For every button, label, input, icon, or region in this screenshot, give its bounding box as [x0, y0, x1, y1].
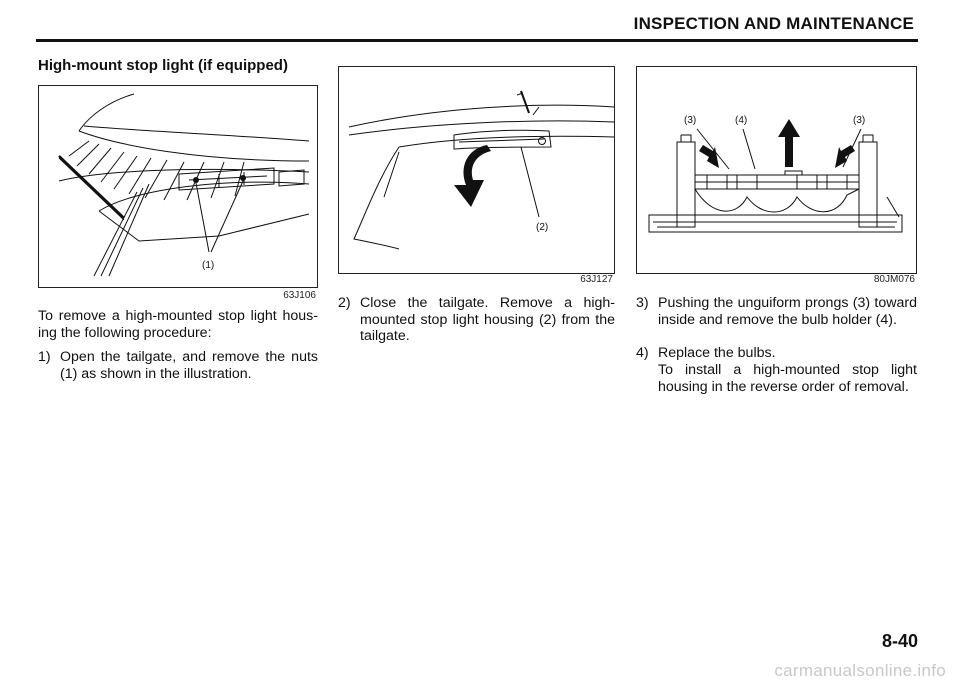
figure-code: 63J106 — [283, 290, 316, 301]
step-number: 3) — [636, 295, 649, 311]
callout-label: (3) — [853, 115, 865, 126]
step-text: Pushing the unguiform prongs (3) toward … — [658, 295, 917, 328]
step-4: 4) Replace the bulbs. — [636, 345, 917, 362]
callout-label: (4) — [735, 115, 747, 126]
step-text: Open the tailgate, and remove the nuts (… — [60, 349, 318, 382]
step-number: 1) — [38, 349, 51, 365]
figure-stop-light-housing: (2) — [338, 66, 615, 274]
step-text: Close the tailgate. Remove a high-mounte… — [360, 295, 615, 344]
step-text: Replace the bulbs. — [658, 345, 776, 361]
figure-code: 63J127 — [580, 274, 613, 285]
step-4-note: To install a high-mounted stop light hou… — [658, 362, 917, 395]
step-3: 3) Pushing the unguiform prongs (3) towa… — [636, 295, 917, 328]
step-number: 4) — [636, 345, 649, 361]
header-rule — [36, 39, 918, 42]
section-title: High-mount stop light (if equipped) — [38, 57, 288, 74]
step-2: 2) Close the tailgate. Remove a high-mou… — [338, 295, 615, 345]
intro-paragraph: To remove a high-mounted stop light hous… — [38, 308, 318, 341]
stop-light-housing-illustration: (2) — [348, 90, 614, 250]
page-header-title: INSPECTION AND MAINTENANCE — [633, 14, 914, 33]
watermark: carmanualsonline.info — [774, 661, 946, 680]
bulb-holder-illustration: (3) (4) (3) — [648, 115, 903, 233]
callout-label: (2) — [536, 222, 548, 233]
figure-bulb-holder: (3) (4) (3) — [636, 66, 917, 274]
figure-tailgate-nuts: (1) — [38, 85, 318, 288]
figure-code: 80JM076 — [873, 274, 915, 285]
step-1: 1) Open the tailgate, and remove the nut… — [38, 349, 318, 382]
page-number: 8-40 — [881, 631, 918, 651]
callout-label: (3) — [684, 115, 696, 126]
tailgate-nuts-illustration: (1) — [58, 93, 310, 277]
callout-label: (1) — [202, 260, 214, 271]
step-number: 2) — [338, 295, 351, 311]
